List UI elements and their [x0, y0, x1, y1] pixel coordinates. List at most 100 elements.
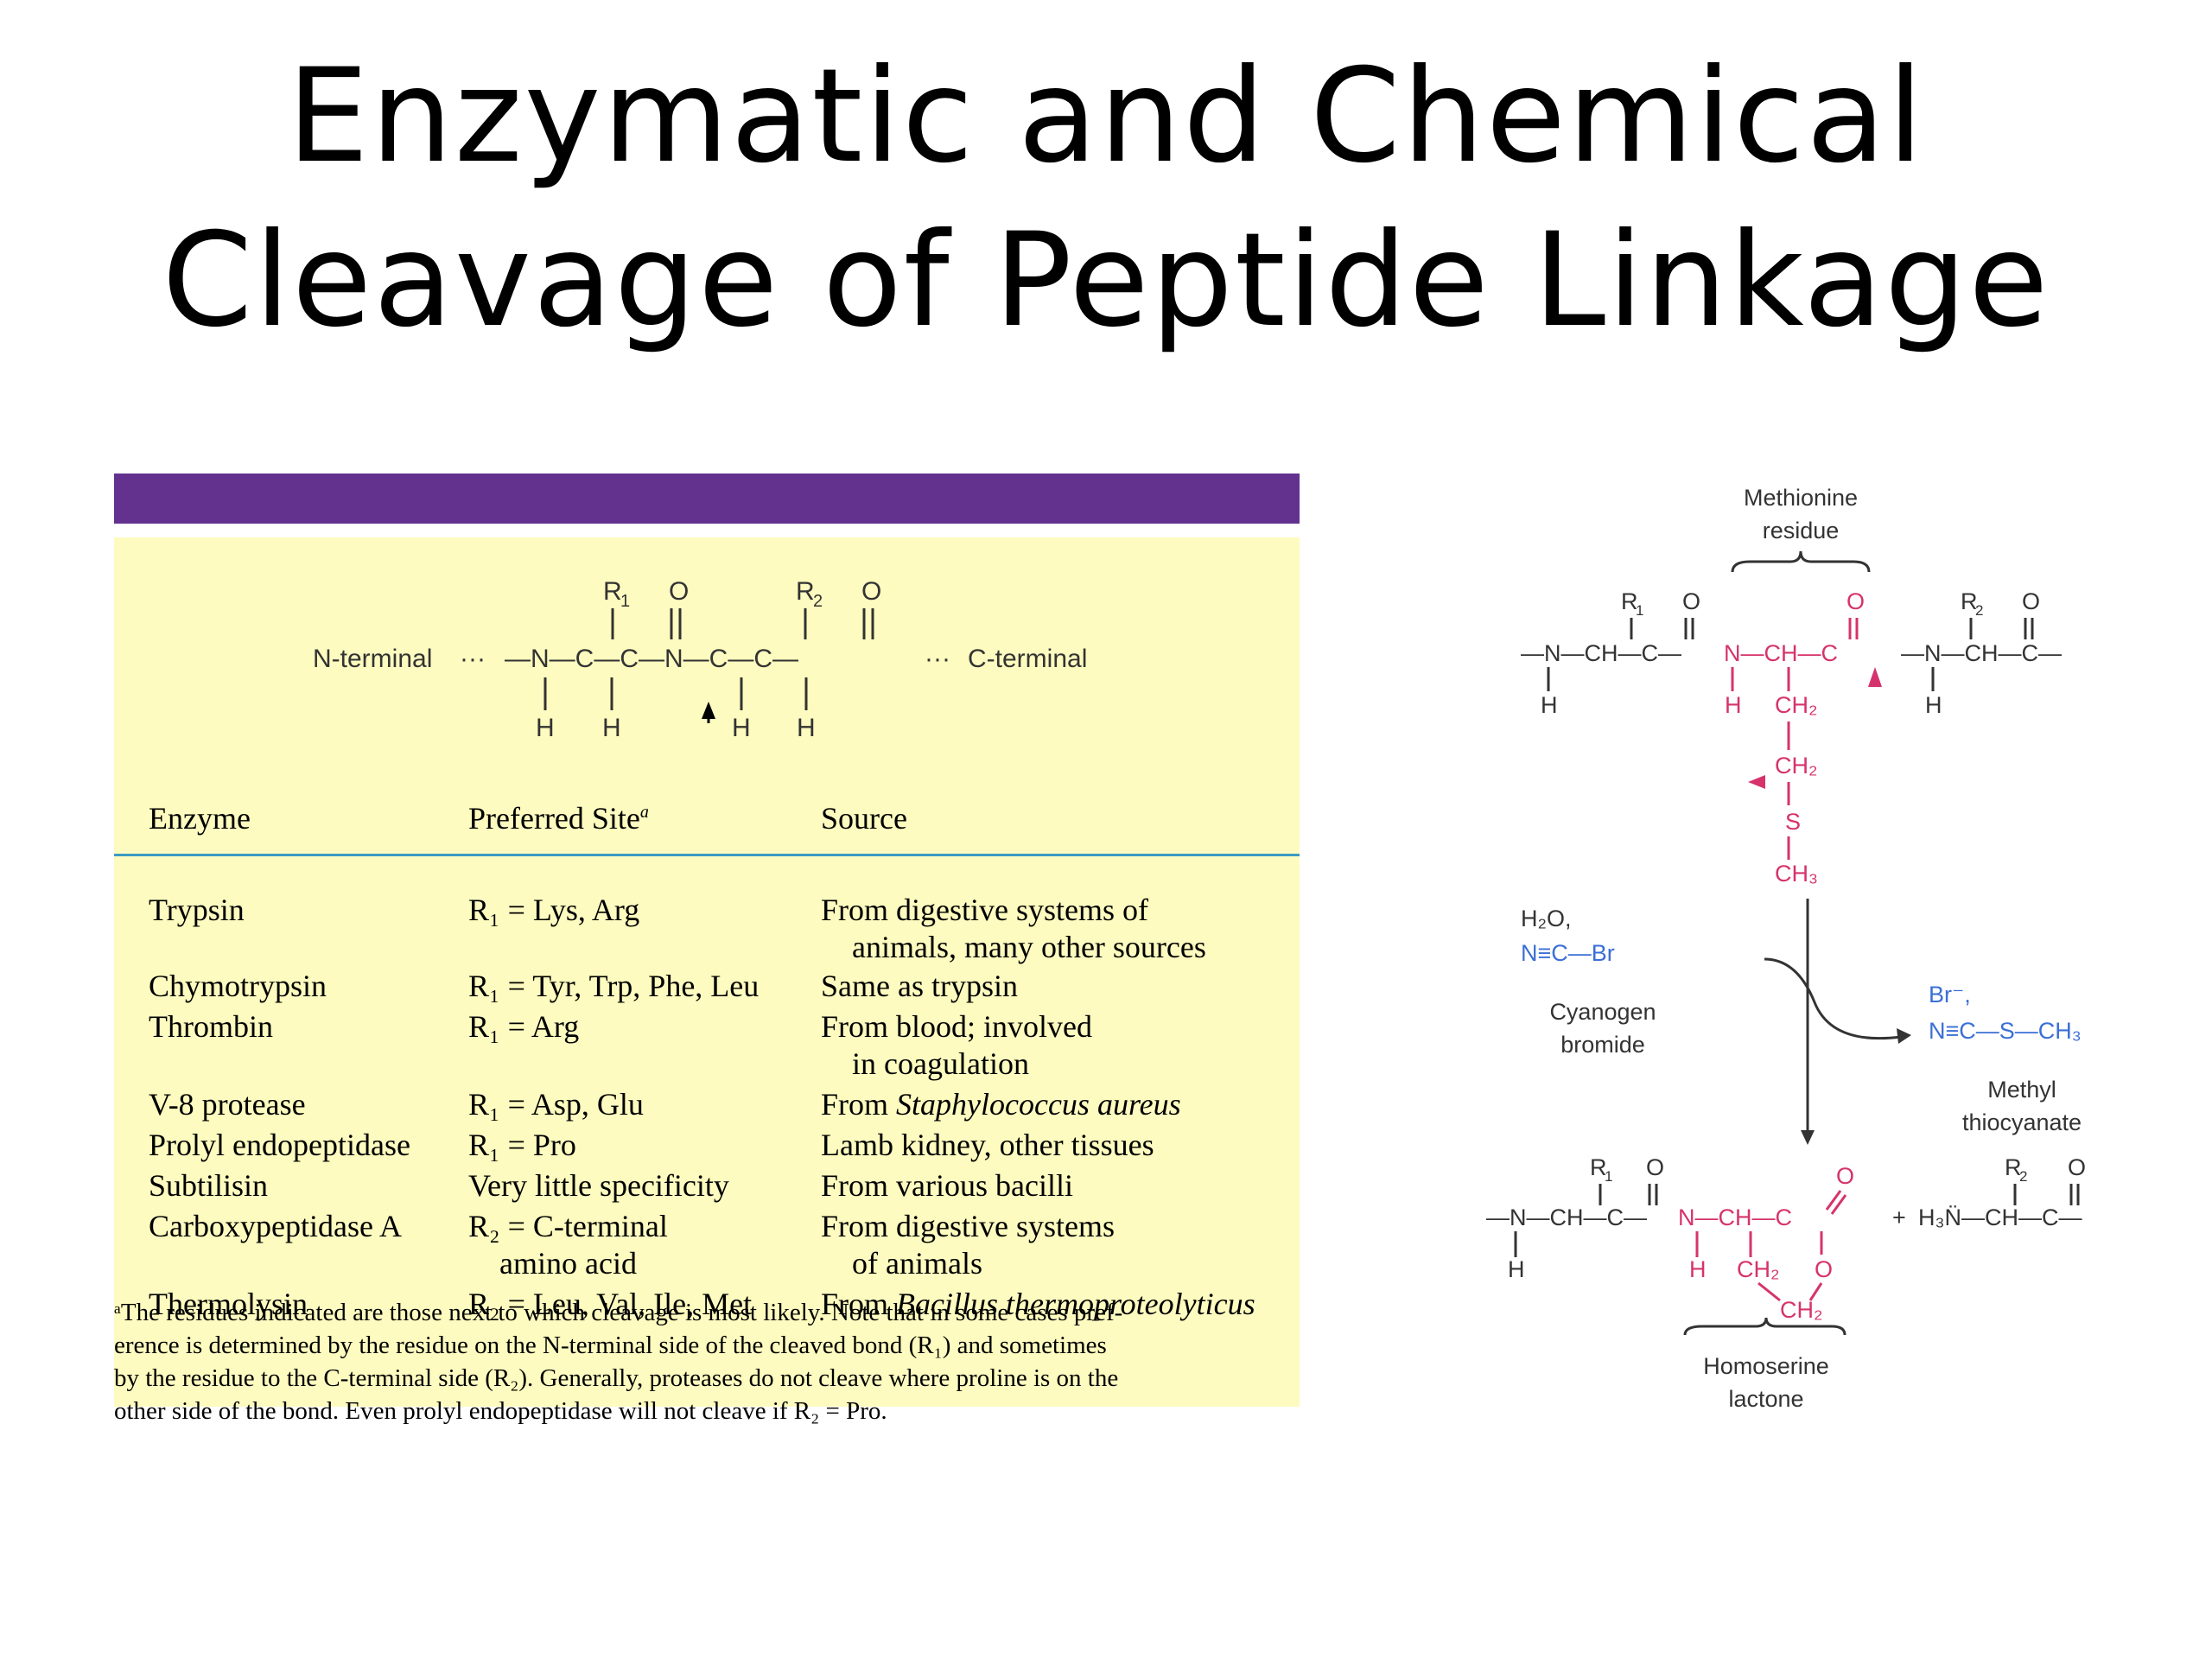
reagent-name-1: Cyanogen: [1549, 999, 1656, 1025]
svg-text:—N—CH—C—: —N—CH—C—: [1901, 640, 2062, 666]
table-row-source: From various bacilli: [821, 1168, 1073, 1203]
cyanogen-bromide-reaction: Methionine residue —N—CH—C— R1 O H —N—CH…: [1486, 485, 2086, 1412]
table-row-site: R₁ = Asp, Glu: [468, 1087, 644, 1122]
table-body: N-terminal ··· —N—C—C—N—C—C— ··· C-termi…: [114, 537, 1300, 1407]
table-footnote: ᵃThe residues indicated are those next t…: [114, 1296, 1306, 1427]
cleavage-arrow-icon: [1748, 775, 1765, 789]
svg-text:CH₃: CH₃: [1775, 861, 1818, 887]
table-row-site-cont: amino acid: [499, 1246, 637, 1281]
svg-text:···: ···: [460, 645, 486, 673]
product-label-2: lactone: [1728, 1386, 1803, 1412]
svg-text:N—CH—C: N—CH—C: [1724, 640, 1838, 666]
svg-text:R: R: [1961, 588, 1978, 614]
r1-label: R: [603, 577, 622, 606]
svg-text:O: O: [1847, 588, 1865, 614]
svg-text:1: 1: [1636, 602, 1643, 619]
svg-text:CH₂: CH₂: [1775, 753, 1817, 779]
header-source: Source: [821, 801, 907, 836]
table-row-source: Lamb kidney, other tissues: [821, 1128, 1154, 1162]
header-bar: [114, 474, 1300, 524]
svg-text:N—CH—C: N—CH—C: [1678, 1205, 1792, 1230]
byproduct-ion: Br⁻,: [1929, 982, 1971, 1007]
r2-sub: 2: [813, 592, 823, 611]
table-row-source: From Bacillus thermoproteolyticus: [821, 1287, 1255, 1321]
plus-sign: +: [1892, 1205, 1906, 1230]
footnote-line: by the residue to the C-terminal side (R…: [114, 1364, 1119, 1392]
table-row-enzyme: Subtilisin: [149, 1168, 269, 1203]
svg-text:H: H: [1925, 692, 1942, 718]
svg-text:O: O: [669, 577, 689, 606]
reagent-formula: N≡C—Br: [1521, 940, 1615, 966]
title-line-2: Cleavage of Peptide Linkage: [162, 206, 2050, 356]
table-row-source-cont: of animals: [852, 1246, 982, 1281]
svg-text:H₃N̈—CH—C—: H₃N̈—CH—C—: [1918, 1205, 2082, 1230]
svg-text:H: H: [797, 714, 816, 742]
table-row-enzyme: V-8 protease: [149, 1087, 306, 1122]
title-line-1: Enzymatic and Chemical: [287, 41, 1925, 192]
svg-text:2: 2: [1975, 602, 1983, 619]
header-site: Preferred Sitea: [468, 801, 649, 836]
svg-text:H: H: [732, 714, 751, 742]
table-row-enzyme: Carboxypeptidase A: [149, 1209, 402, 1243]
protease-table-panel: N-terminal ··· —N—C—C—N—C—C— ··· C-termi…: [114, 474, 1300, 1407]
table-row-source: From digestive systems: [821, 1209, 1115, 1243]
table-row-enzyme: Prolyl endopeptidase: [149, 1128, 410, 1162]
table-row-site: R₁ = Lys, Arg: [468, 893, 640, 927]
table-row-enzyme: Chymotrypsin: [149, 969, 327, 1003]
product-label-1: Homoserine: [1703, 1353, 1829, 1379]
svg-text:H: H: [1725, 692, 1742, 718]
table-row-source: From blood; involved: [821, 1009, 1092, 1044]
header-rule: [114, 854, 1300, 856]
svg-text:H: H: [536, 714, 555, 742]
svg-text:CH₂: CH₂: [1780, 1297, 1822, 1323]
svg-text:—N—CH—C—: —N—CH—C—: [1521, 640, 1681, 666]
methionine-label-2: residue: [1763, 518, 1840, 543]
svg-text:—N—CH—C—: —N—CH—C—: [1486, 1205, 1647, 1230]
table-row-enzyme: Trypsin: [149, 893, 245, 927]
table-row-site: R₁ = Arg: [468, 1009, 580, 1044]
svg-text:S: S: [1785, 809, 1801, 835]
table-row-enzyme: Thrombin: [149, 1009, 273, 1044]
svg-text:H: H: [602, 714, 621, 742]
header-enzyme: Enzyme: [149, 801, 251, 836]
svg-text:···: ···: [925, 645, 950, 673]
reagent-water: H₂O,: [1521, 906, 1571, 931]
slide-title: Enzymatic and Chemical Cleavage of Pepti…: [0, 35, 2212, 363]
svg-text:O: O: [2022, 588, 2040, 614]
table-row-site: R₁ = Pro: [468, 1128, 576, 1162]
footnote-line: erence is determined by the residue on t…: [114, 1332, 1107, 1359]
svg-text:O: O: [1682, 588, 1700, 614]
table-row-site: Very little specificity: [468, 1168, 729, 1203]
table-row-site: R₂ = Leu, Val, Ile, Met: [468, 1287, 753, 1321]
table-row-source-cont: animals, many other sources: [852, 930, 1206, 964]
methionine-label-1: Methionine: [1744, 485, 1858, 511]
table-row-site: R₁ = Tyr, Trp, Phe, Leu: [468, 969, 760, 1003]
svg-text:—N—C—C—N—C—C—: —N—C—C—N—C—C—: [505, 645, 798, 673]
r2-label: R: [796, 577, 815, 606]
svg-text:1: 1: [1605, 1168, 1612, 1185]
svg-text:O: O: [1836, 1163, 1854, 1189]
table-row-site: R₂ = C-terminal: [468, 1209, 668, 1243]
c-terminal-label: C-terminal: [968, 645, 1087, 673]
table-row-source-cont: in coagulation: [852, 1046, 1029, 1081]
byproduct-formula: N≡C—S—CH₃: [1929, 1018, 2082, 1044]
svg-text:H: H: [1508, 1256, 1525, 1282]
svg-text:O: O: [2068, 1154, 2086, 1180]
footnote-line: ᵃThe residues indicated are those next t…: [114, 1299, 1123, 1326]
reagent-name-2: bromide: [1560, 1032, 1645, 1058]
footnote-line: other side of the bond. Even prolyl endo…: [114, 1397, 887, 1425]
table-row-source: From digestive systems of: [821, 893, 1148, 927]
table-row-source: Same as trypsin: [821, 969, 1018, 1003]
svg-text:2: 2: [2019, 1168, 2027, 1185]
svg-text:O: O: [1646, 1154, 1664, 1180]
svg-text:CH₂: CH₂: [1737, 1256, 1779, 1282]
svg-text:H: H: [1541, 692, 1558, 718]
svg-text:R: R: [1590, 1154, 1607, 1180]
r1-sub: 1: [620, 592, 630, 611]
svg-text:R: R: [2005, 1154, 2022, 1180]
table-row-enzyme: Thermolysin: [149, 1287, 308, 1321]
svg-text:R: R: [1621, 588, 1638, 614]
svg-text:CH₂: CH₂: [1775, 692, 1817, 718]
byproduct-name-2: thiocyanate: [1962, 1109, 2082, 1135]
byproduct-name-1: Methyl: [1987, 1077, 2056, 1103]
